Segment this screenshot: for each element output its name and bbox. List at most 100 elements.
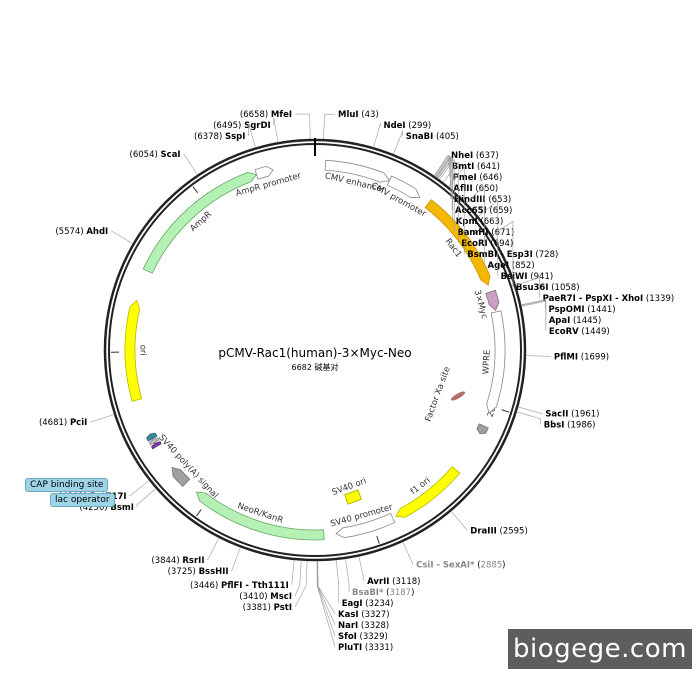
feature-ampr-promoter — [254, 165, 274, 180]
restriction-site: KpnI (663) — [456, 217, 503, 227]
site-leader-line — [448, 166, 465, 255]
restriction-site: AgeI (852) — [487, 261, 534, 271]
site-leader-line — [323, 113, 335, 140]
restriction-site: HindIII (653) — [454, 195, 511, 205]
site-leader-line — [345, 558, 350, 592]
restriction-site: PmeI (646) — [453, 173, 503, 183]
restriction-site: BamHI (671) — [457, 228, 514, 238]
site-leader-line — [491, 220, 514, 288]
restriction-site: BmtI (641) — [452, 162, 500, 172]
restriction-site: PaeR7I - PspXI - XhoI (1339) — [543, 294, 675, 304]
feature-ori — [124, 299, 143, 402]
restriction-site: (4681) PciI — [39, 418, 87, 428]
restriction-site: (3410) MscI — [239, 592, 292, 602]
restriction-site: EagI (3234) — [342, 599, 394, 609]
site-leader-line — [231, 547, 241, 572]
feature-3-myc — [485, 289, 500, 311]
restriction-site: NarI (3328) — [338, 621, 389, 631]
restriction-site: AvrII (3118) — [367, 577, 420, 587]
restriction-site: (6378) SspI — [194, 132, 245, 142]
site-leader-line — [442, 161, 459, 244]
site-leader-line — [316, 560, 336, 647]
feature-lac-operator — [151, 441, 162, 450]
sv40-ori-mark — [344, 489, 362, 505]
site-leader-line — [435, 155, 451, 189]
site-leader-line — [516, 411, 541, 425]
restriction-site: PluTI (3331) — [338, 643, 393, 653]
site-leader-line — [294, 560, 308, 607]
site-leader-line — [437, 157, 454, 222]
restriction-site: Acc65I (659) — [455, 206, 512, 216]
feature-lac-promoter — [146, 432, 158, 442]
site-leader-line — [393, 130, 404, 155]
feature-ampr — [142, 172, 258, 274]
feature-rac1 — [424, 199, 491, 286]
factor-xa-site-mark — [450, 391, 466, 401]
restriction-site: ApaI (1445) — [549, 316, 602, 326]
site-leader-line — [129, 480, 150, 497]
feature-wpre — [486, 310, 506, 414]
restriction-site: (6495) SgrDI — [213, 121, 271, 131]
site-leader-line — [273, 117, 279, 143]
restriction-site: BbsI (1986) — [544, 421, 596, 431]
site-leader-line — [435, 155, 451, 178]
restriction-site: CsiI - SexAI* (2885) — [416, 561, 505, 571]
feature-label: WPRE — [481, 349, 493, 374]
restriction-site: NdeI (299) — [383, 121, 431, 131]
site-leader-line — [525, 355, 551, 357]
restriction-site: (6658) MfeI — [240, 110, 292, 120]
restriction-site: DraIII (2595) — [470, 526, 527, 536]
feature-label: ori — [137, 345, 147, 356]
site-leader-line — [335, 559, 340, 603]
feature-hsv-tk-poly-a-signal — [476, 423, 489, 435]
feature-m13-rev — [148, 437, 160, 446]
restriction-site: EcoRI (694) — [461, 239, 513, 249]
restriction-site: SacII (1961) — [545, 410, 599, 420]
restriction-site: (3381) PstI — [243, 603, 292, 613]
plasmid-length: 6682 碱基对 — [292, 362, 339, 372]
feature-sv40-promoter — [335, 512, 396, 539]
site-leader-line — [437, 156, 453, 211]
restriction-site: SfoI (3329) — [338, 632, 388, 642]
cap-binding-site-badge: CAP binding site — [25, 478, 109, 492]
restriction-site: MluI (43) — [338, 110, 379, 120]
feature-neor-kanr — [195, 491, 325, 541]
site-leader-line — [515, 277, 540, 299]
restriction-site: (5574) AhdI — [55, 227, 108, 237]
lac-operator-badge: lac operator — [50, 493, 115, 507]
restriction-site: BsiWI (941) — [501, 272, 554, 282]
restriction-site: NheI (637) — [451, 151, 499, 161]
tick-mark — [196, 509, 202, 517]
restriction-site: (3844) RsrII — [151, 556, 204, 566]
feature-cmv-enhancer — [324, 159, 391, 183]
site-leader-line — [450, 510, 468, 531]
site-leader-line — [295, 113, 311, 140]
restriction-site: BsaBI* (3187) — [352, 588, 414, 598]
restriction-site: (6054) ScaI — [130, 150, 181, 160]
tick-mark — [376, 535, 380, 544]
plasmid-name: pCMV-Rac1(human)-3×Myc-Neo — [218, 346, 411, 360]
site-leader-line — [317, 560, 336, 636]
restriction-site: KasI (3327) — [338, 610, 390, 620]
site-leader-line — [291, 559, 295, 585]
restriction-site: (4250) BsmI — [79, 503, 134, 513]
feature-sv40-poly-a-signal — [171, 466, 191, 487]
site-leader-line — [439, 158, 455, 233]
factor-xa-site-label: Factor Xa site — [424, 365, 453, 423]
restriction-site: Bsu36I (1058) — [516, 283, 580, 293]
site-leader-line — [358, 556, 365, 581]
restriction-site: EcoRV (1449) — [549, 327, 610, 337]
site-leader-line — [402, 541, 414, 565]
restriction-site: PspOMI (1441) — [549, 305, 616, 315]
site-leader-line — [207, 537, 220, 561]
site-leader-line — [433, 154, 449, 176]
site-leader-line — [111, 230, 133, 244]
site-leader-line — [521, 300, 547, 332]
restriction-site: (3446) PflFI - Tth111I — [190, 581, 289, 591]
site-leader-line — [183, 153, 198, 175]
watermark: biogege.com — [508, 629, 692, 669]
feature-cmv-promoter — [386, 175, 421, 198]
site-leader-line — [294, 560, 302, 596]
site-leader-line — [90, 414, 115, 423]
